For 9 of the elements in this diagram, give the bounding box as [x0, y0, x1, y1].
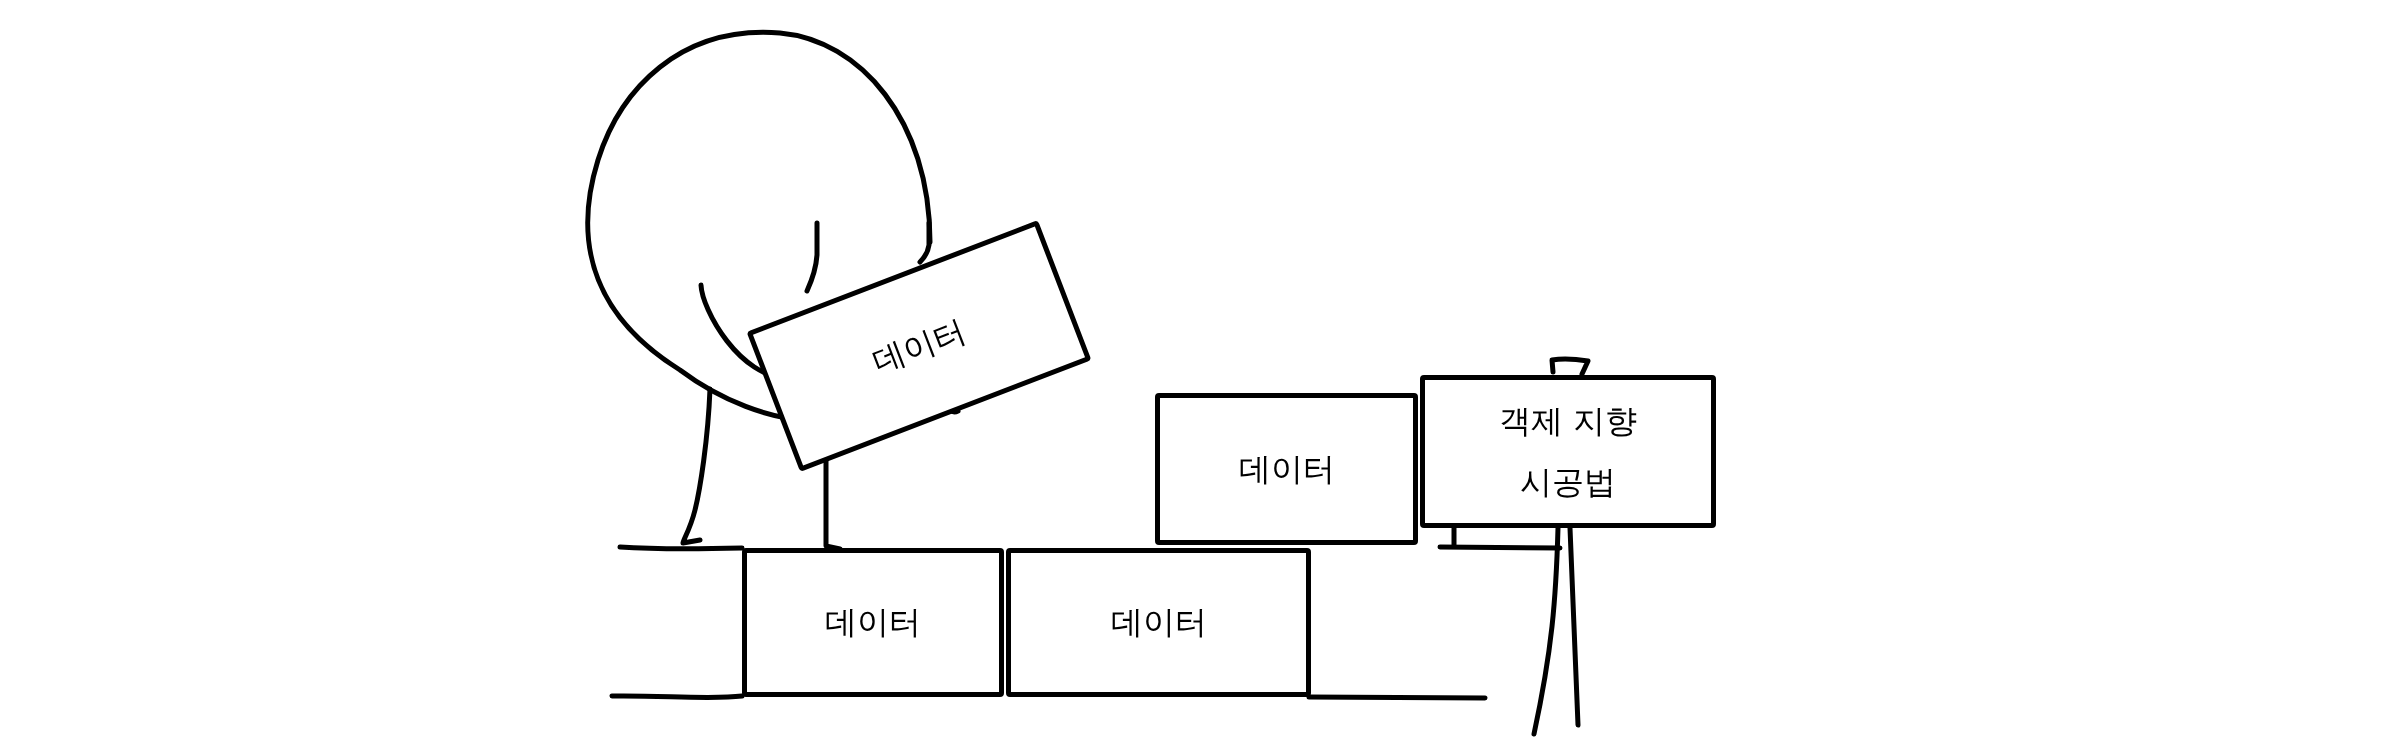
brick-label: 데이터 — [866, 309, 972, 383]
brick-label: 데이터 — [825, 602, 921, 644]
sign-text: 객제 지향 시공법 — [1497, 400, 1639, 503]
brick-label: 데이터 — [1238, 448, 1335, 490]
brick-label: 데이터 — [1110, 602, 1207, 644]
signboard — [1420, 375, 1716, 528]
brick — [1155, 393, 1418, 545]
brick — [1006, 548, 1311, 697]
brick — [742, 548, 1004, 697]
